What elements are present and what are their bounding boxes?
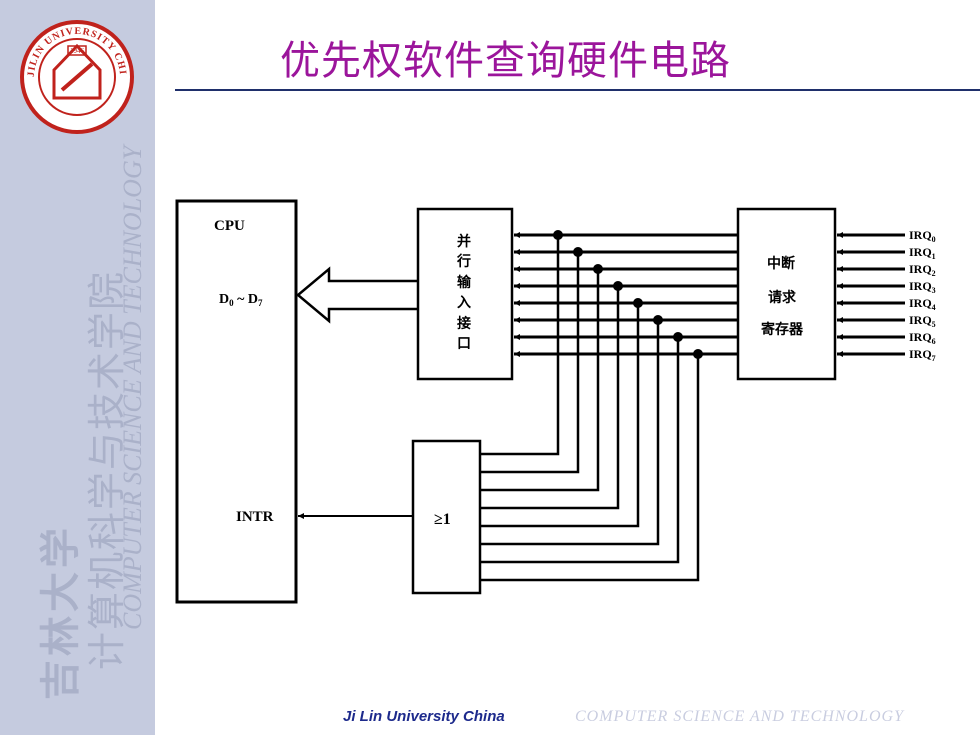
svg-text:并: 并	[457, 233, 471, 250]
irq-label: IRQ2	[909, 262, 936, 278]
page-title: 优先权软件查询硬件电路	[280, 38, 731, 84]
title-underline	[175, 89, 980, 91]
irq-input: IRQ7	[837, 347, 936, 363]
cpu-label: CPU	[214, 218, 245, 234]
request-line	[480, 281, 738, 510]
irq-input: IRQ2	[837, 262, 936, 278]
svg-text:行: 行	[456, 253, 471, 270]
irq-input: IRQ3	[837, 279, 936, 295]
request-line	[480, 264, 738, 492]
irq-input: IRQ1	[837, 245, 936, 261]
footer-department: COMPUTER SCIENCE AND TECHNOLOGY	[575, 708, 904, 725]
irq-input: IRQ6	[837, 330, 936, 346]
parallel-input-port	[416, 207, 514, 381]
cpu-block	[175, 199, 298, 604]
irq-label: IRQ4	[909, 296, 936, 312]
irq-input: IRQ5	[837, 313, 936, 329]
irq-label: IRQ0	[909, 228, 936, 244]
seal-year: 1946	[70, 47, 85, 55]
svg-text:口: 口	[457, 337, 471, 352]
request-lines	[480, 230, 738, 582]
irq-label: IRQ1	[909, 245, 936, 261]
irq-input: IRQ0	[837, 228, 936, 244]
data-bus-label: D0 ~ D7	[219, 292, 263, 308]
irq-label: IRQ3	[909, 279, 936, 295]
sidebar: JILIN UNIVERSITY CHINA 1946 计算机科学与技术学院 吉…	[0, 0, 155, 735]
irq-input: IRQ4	[837, 296, 936, 312]
request-line	[480, 332, 738, 564]
request-line	[480, 349, 738, 582]
svg-text:输: 输	[457, 274, 472, 291]
svg-text:中断: 中断	[767, 255, 795, 272]
request-line	[480, 247, 738, 474]
or-gate-label: ≥1	[434, 511, 451, 528]
svg-text:接: 接	[457, 315, 471, 332]
irq-label: IRQ6	[909, 330, 936, 346]
request-line	[480, 315, 738, 546]
footer-university: Ji Lin University China	[343, 708, 505, 725]
intr-label: INTR	[236, 509, 274, 525]
irq-label: IRQ7	[909, 347, 936, 363]
data-bus-arrow	[296, 266, 418, 324]
port-label: 并 行 输 入 接 口	[456, 233, 472, 352]
svg-text:请求: 请求	[768, 289, 797, 306]
request-line	[480, 298, 738, 528]
svg-text:入: 入	[457, 295, 471, 311]
svg-text:寄存器: 寄存器	[761, 321, 804, 338]
interrupt-request-register	[736, 207, 837, 381]
request-line	[480, 230, 738, 456]
irq-label: IRQ5	[909, 313, 936, 329]
university-seal-icon: JILIN UNIVERSITY CHINA 1946	[18, 18, 134, 134]
register-label: 中断 请求 寄存器	[761, 255, 804, 338]
